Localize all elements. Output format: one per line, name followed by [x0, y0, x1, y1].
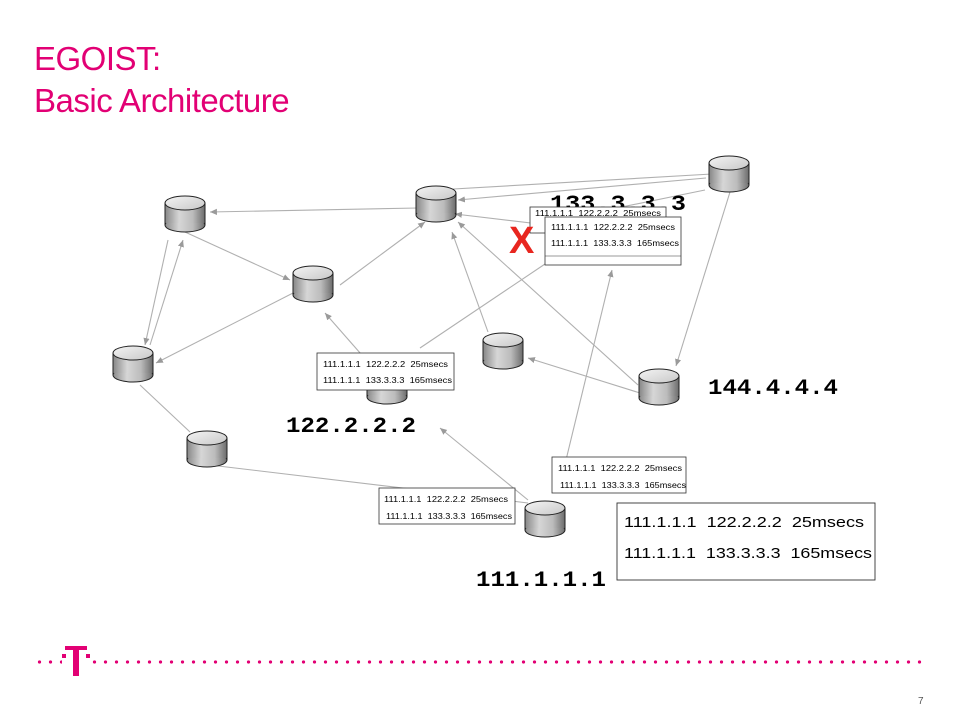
- router-node-5: [112, 345, 154, 383]
- edge: [143, 239, 169, 346]
- table-row: 111.1.1.1 122.2.2.2 25msecs: [535, 208, 661, 218]
- table-row: 111.1.1.1 122.2.2.2 25msecs: [624, 514, 864, 531]
- edges: [139, 173, 731, 504]
- table-row: 111.1.1.1 122.2.2.2 25msecs: [558, 463, 682, 473]
- telekom-t-logo-icon: [62, 640, 90, 680]
- router-node-1: [164, 195, 206, 233]
- table-row: 111.1.1.1 122.2.2.2 25msecs: [323, 359, 448, 369]
- edge: [155, 291, 296, 364]
- router-node-3: [708, 155, 750, 193]
- edge: [435, 173, 713, 191]
- edge: [527, 357, 641, 394]
- router-node-144: [638, 368, 680, 406]
- nodes: [112, 155, 750, 538]
- title-line-1: EGOIST:: [34, 40, 161, 77]
- edge: [209, 207, 419, 215]
- router-node-2: [415, 185, 457, 223]
- link-table-111-left: 111.1.1.1 122.2.2.2 25msecs 111.1.1.1 13…: [378, 487, 516, 525]
- table-row: 111.1.1.1 122.2.2.2 25msecs: [384, 494, 508, 504]
- edge: [675, 191, 731, 367]
- edge: [451, 231, 489, 333]
- failure-x-icon: X: [509, 220, 535, 262]
- table-row: 111.1.1.1 133.3.3.3 165msecs: [560, 480, 686, 490]
- edge: [149, 239, 184, 346]
- link-table-133-front: 111.1.1.1 122.2.2.2 25msecs 111.1.1.1 13…: [544, 216, 682, 266]
- edge: [565, 269, 614, 461]
- table-row: 111.1.1.1 133.3.3.3 165msecs: [386, 511, 512, 521]
- slide-title: EGOIST: Basic Architecture: [34, 38, 290, 122]
- router-node-4: [292, 265, 334, 303]
- table-row: 111.1.1.1 122.2.2.2 25msecs: [551, 222, 675, 232]
- table-row: 111.1.1.1 133.3.3.3 165msecs: [551, 238, 679, 248]
- node-label-144: 144.4.4.4: [708, 376, 838, 401]
- title-line-2: Basic Architecture: [34, 82, 290, 119]
- edge: [139, 384, 191, 433]
- edge: [457, 177, 707, 203]
- node-label-111: 111.1.1.1: [476, 568, 606, 593]
- table-row: 111.1.1.1 133.3.3.3 165msecs: [323, 375, 452, 385]
- edge: [457, 221, 639, 386]
- router-node-6: [482, 332, 524, 370]
- link-table-111-large: 111.1.1.1 122.2.2.2 25msecs 111.1.1.1 13…: [616, 502, 876, 581]
- router-node-7: [186, 430, 228, 468]
- link-table-mid: 111.1.1.1 122.2.2.2 25msecs 111.1.1.1 13…: [551, 456, 687, 494]
- page-number: 7: [918, 696, 924, 707]
- router-node-111: [524, 500, 566, 538]
- table-row: 111.1.1.1 133.3.3.3 165msecs: [624, 545, 872, 562]
- edge: [419, 261, 549, 349]
- link-table-122: 111.1.1.1 122.2.2.2 25msecs 111.1.1.1 13…: [316, 352, 455, 391]
- node-label-122: 122.2.2.2: [286, 414, 416, 439]
- edge: [339, 221, 426, 286]
- footer-dotted-rule: [34, 660, 924, 664]
- edge: [184, 231, 291, 281]
